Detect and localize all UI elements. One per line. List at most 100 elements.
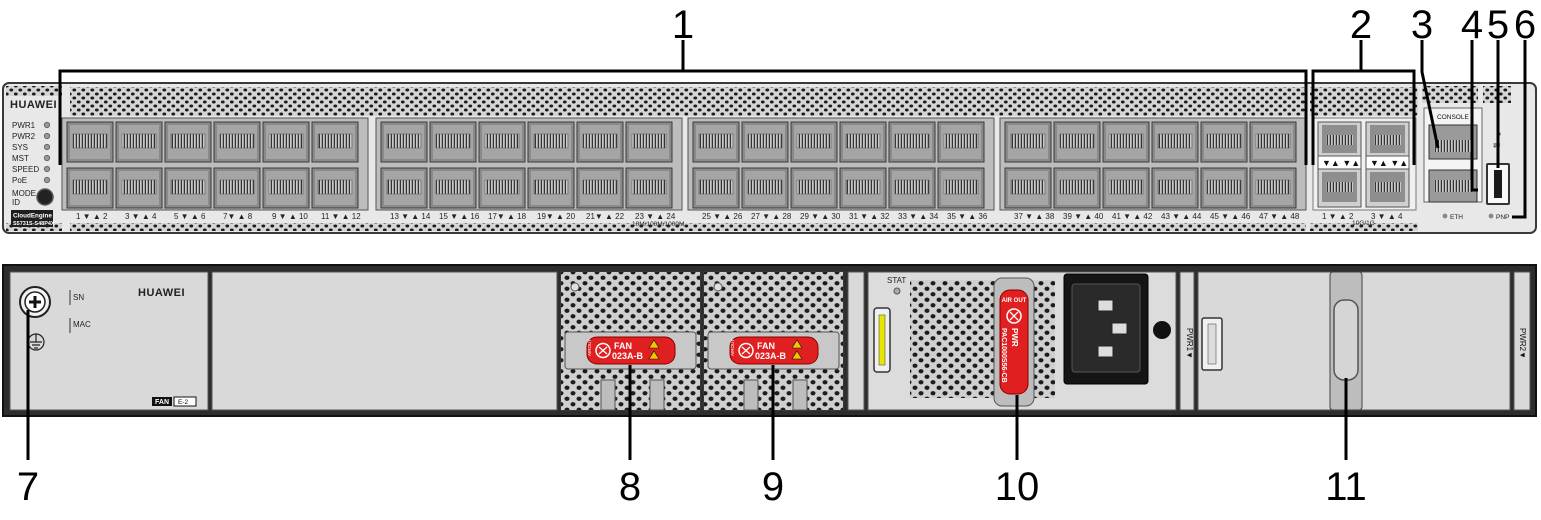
port-pair-label: 21▼ ▲ 22 — [586, 212, 625, 221]
port-pair-label: 23 ▼ ▲ 24 — [635, 212, 676, 221]
pwr2-label: PWR2▼ — [1518, 328, 1527, 359]
rj45-port[interactable] — [262, 167, 310, 209]
svg-text:AIR OUT: AIR OUT — [1002, 298, 1027, 304]
rj45-port[interactable] — [429, 121, 477, 163]
psu-screw — [1153, 321, 1171, 339]
blank-filler-panel — [211, 271, 558, 411]
mode-label: MODE — [12, 189, 36, 198]
rj45-port[interactable] — [213, 121, 261, 163]
led-label: PWR2 — [12, 132, 36, 141]
port-pair-label: 19▼ ▲ 20 — [537, 212, 576, 221]
fan-tag-code: E-2 — [178, 399, 189, 406]
power-supply-1[interactable]: STAT AIR OUT PWR PAC1000S56-CB — [867, 271, 1177, 411]
rj45-port[interactable] — [839, 121, 887, 163]
rj45-port[interactable] — [790, 167, 838, 209]
rj45-port[interactable] — [576, 167, 624, 209]
rj45-port[interactable] — [741, 121, 789, 163]
rj45-port[interactable] — [478, 167, 526, 209]
rj45-port[interactable] — [1200, 167, 1248, 209]
rj45-port[interactable] — [115, 121, 163, 163]
rj45-port[interactable] — [380, 167, 428, 209]
rj45-port[interactable] — [741, 167, 789, 209]
port-pair-label: 29 ▼ ▲ 30 — [800, 212, 841, 221]
led-label: PWR1 — [12, 121, 36, 130]
sfp-label-2: 3 ▼ ▲ 4 — [1371, 212, 1403, 221]
status-led — [43, 132, 51, 140]
rj45-port[interactable] — [888, 167, 936, 209]
rj45-port[interactable] — [478, 121, 526, 163]
rj45-port[interactable] — [1249, 121, 1297, 163]
port-pair-label: 7▼ ▲ 8 — [223, 212, 253, 221]
port-pair-label: 9 ▼ ▲ 10 — [272, 212, 308, 221]
model-label-plate — [11, 210, 53, 227]
rj45-port[interactable] — [1249, 167, 1297, 209]
fan-module-2[interactable]: AIROUT FAN 023A-B — [703, 271, 844, 411]
rj45-port[interactable] — [1004, 121, 1052, 163]
rj45-port[interactable] — [1053, 121, 1101, 163]
rj45-port[interactable] — [429, 167, 477, 209]
port-pair-label: 37 ▼ ▲ 38 — [1014, 212, 1055, 221]
pnp-label: PNP — [1496, 214, 1509, 221]
rj45-port[interactable] — [625, 121, 673, 163]
rj45-port[interactable] — [937, 121, 985, 163]
rj45-port[interactable] — [1102, 167, 1150, 209]
rj45-port[interactable] — [262, 121, 310, 163]
port-pair-label: 11 ▼ ▲ 12 — [321, 212, 361, 221]
rj45-port[interactable] — [1053, 167, 1101, 209]
svg-text:▼▲ ▼▲: ▼▲ ▼▲ — [1370, 158, 1408, 168]
port-pair-label: 17▼ ▲ 18 — [488, 212, 527, 221]
rj45-port[interactable] — [1102, 121, 1150, 163]
rj45-port[interactable] — [937, 167, 985, 209]
led-label: PoE — [12, 176, 27, 185]
rj45-port[interactable] — [839, 167, 887, 209]
rj45-port[interactable] — [692, 121, 740, 163]
rj45-port[interactable] — [164, 167, 212, 209]
model-name: CloudEngine — [13, 213, 52, 220]
stat-label: STAT — [887, 276, 906, 285]
rj45-port[interactable] — [164, 121, 212, 163]
callout-6: 6 — [1514, 3, 1536, 47]
status-led — [43, 121, 51, 129]
rj45-port[interactable] — [527, 167, 575, 209]
rj45-port[interactable] — [1004, 167, 1052, 209]
callout-1: 1 — [672, 3, 694, 47]
rj45-port[interactable] — [1151, 167, 1199, 209]
rj45-port[interactable] — [576, 121, 624, 163]
led-label: MST — [12, 154, 29, 163]
sn-label: SN — [73, 293, 84, 302]
console-label: CONSOLE — [1437, 114, 1469, 121]
rj45-port[interactable] — [888, 121, 936, 163]
rj45-port[interactable] — [1200, 121, 1248, 163]
callout-2: 2 — [1350, 3, 1372, 47]
rj45-port[interactable] — [1151, 121, 1199, 163]
callouts — [26, 40, 1527, 460]
port-pair-label: 33 ▼ ▲ 34 — [898, 212, 939, 221]
mac-label: MAC — [73, 320, 91, 329]
svg-text:PWR: PWR — [1010, 328, 1019, 347]
port-pair-label: 41 ▼ ▲ 42 — [1112, 212, 1153, 221]
rj45-port[interactable] — [311, 121, 359, 163]
mode-button[interactable] — [36, 188, 54, 206]
rj45-port[interactable] — [790, 121, 838, 163]
svg-text:AIROUT: AIROUT — [587, 339, 592, 356]
ground-icon — [27, 333, 45, 351]
rj45-port[interactable] — [66, 167, 114, 209]
rj45-port[interactable] — [527, 121, 575, 163]
rj45-port[interactable] — [311, 167, 359, 209]
svg-text:FAN: FAN — [757, 341, 775, 351]
eth-label: ETH — [1450, 214, 1463, 221]
svg-text:023A-B: 023A-B — [612, 351, 644, 361]
rj45-port[interactable] — [213, 167, 261, 209]
port-pair-label: 1 ▼ ▲ 2 — [76, 212, 108, 221]
rj45-port[interactable] — [380, 121, 428, 163]
rj45-port[interactable] — [66, 121, 114, 163]
fan-tag: FAN — [155, 399, 169, 406]
rj45-port[interactable] — [625, 167, 673, 209]
port-pair-label: 45 ▼ ▲ 46 — [1210, 212, 1251, 221]
rj45-port[interactable] — [692, 167, 740, 209]
rj45-port[interactable] — [115, 167, 163, 209]
power-supply-slot-2[interactable] — [1197, 271, 1511, 411]
id-label: ID — [12, 198, 20, 207]
stat-led — [893, 287, 901, 295]
